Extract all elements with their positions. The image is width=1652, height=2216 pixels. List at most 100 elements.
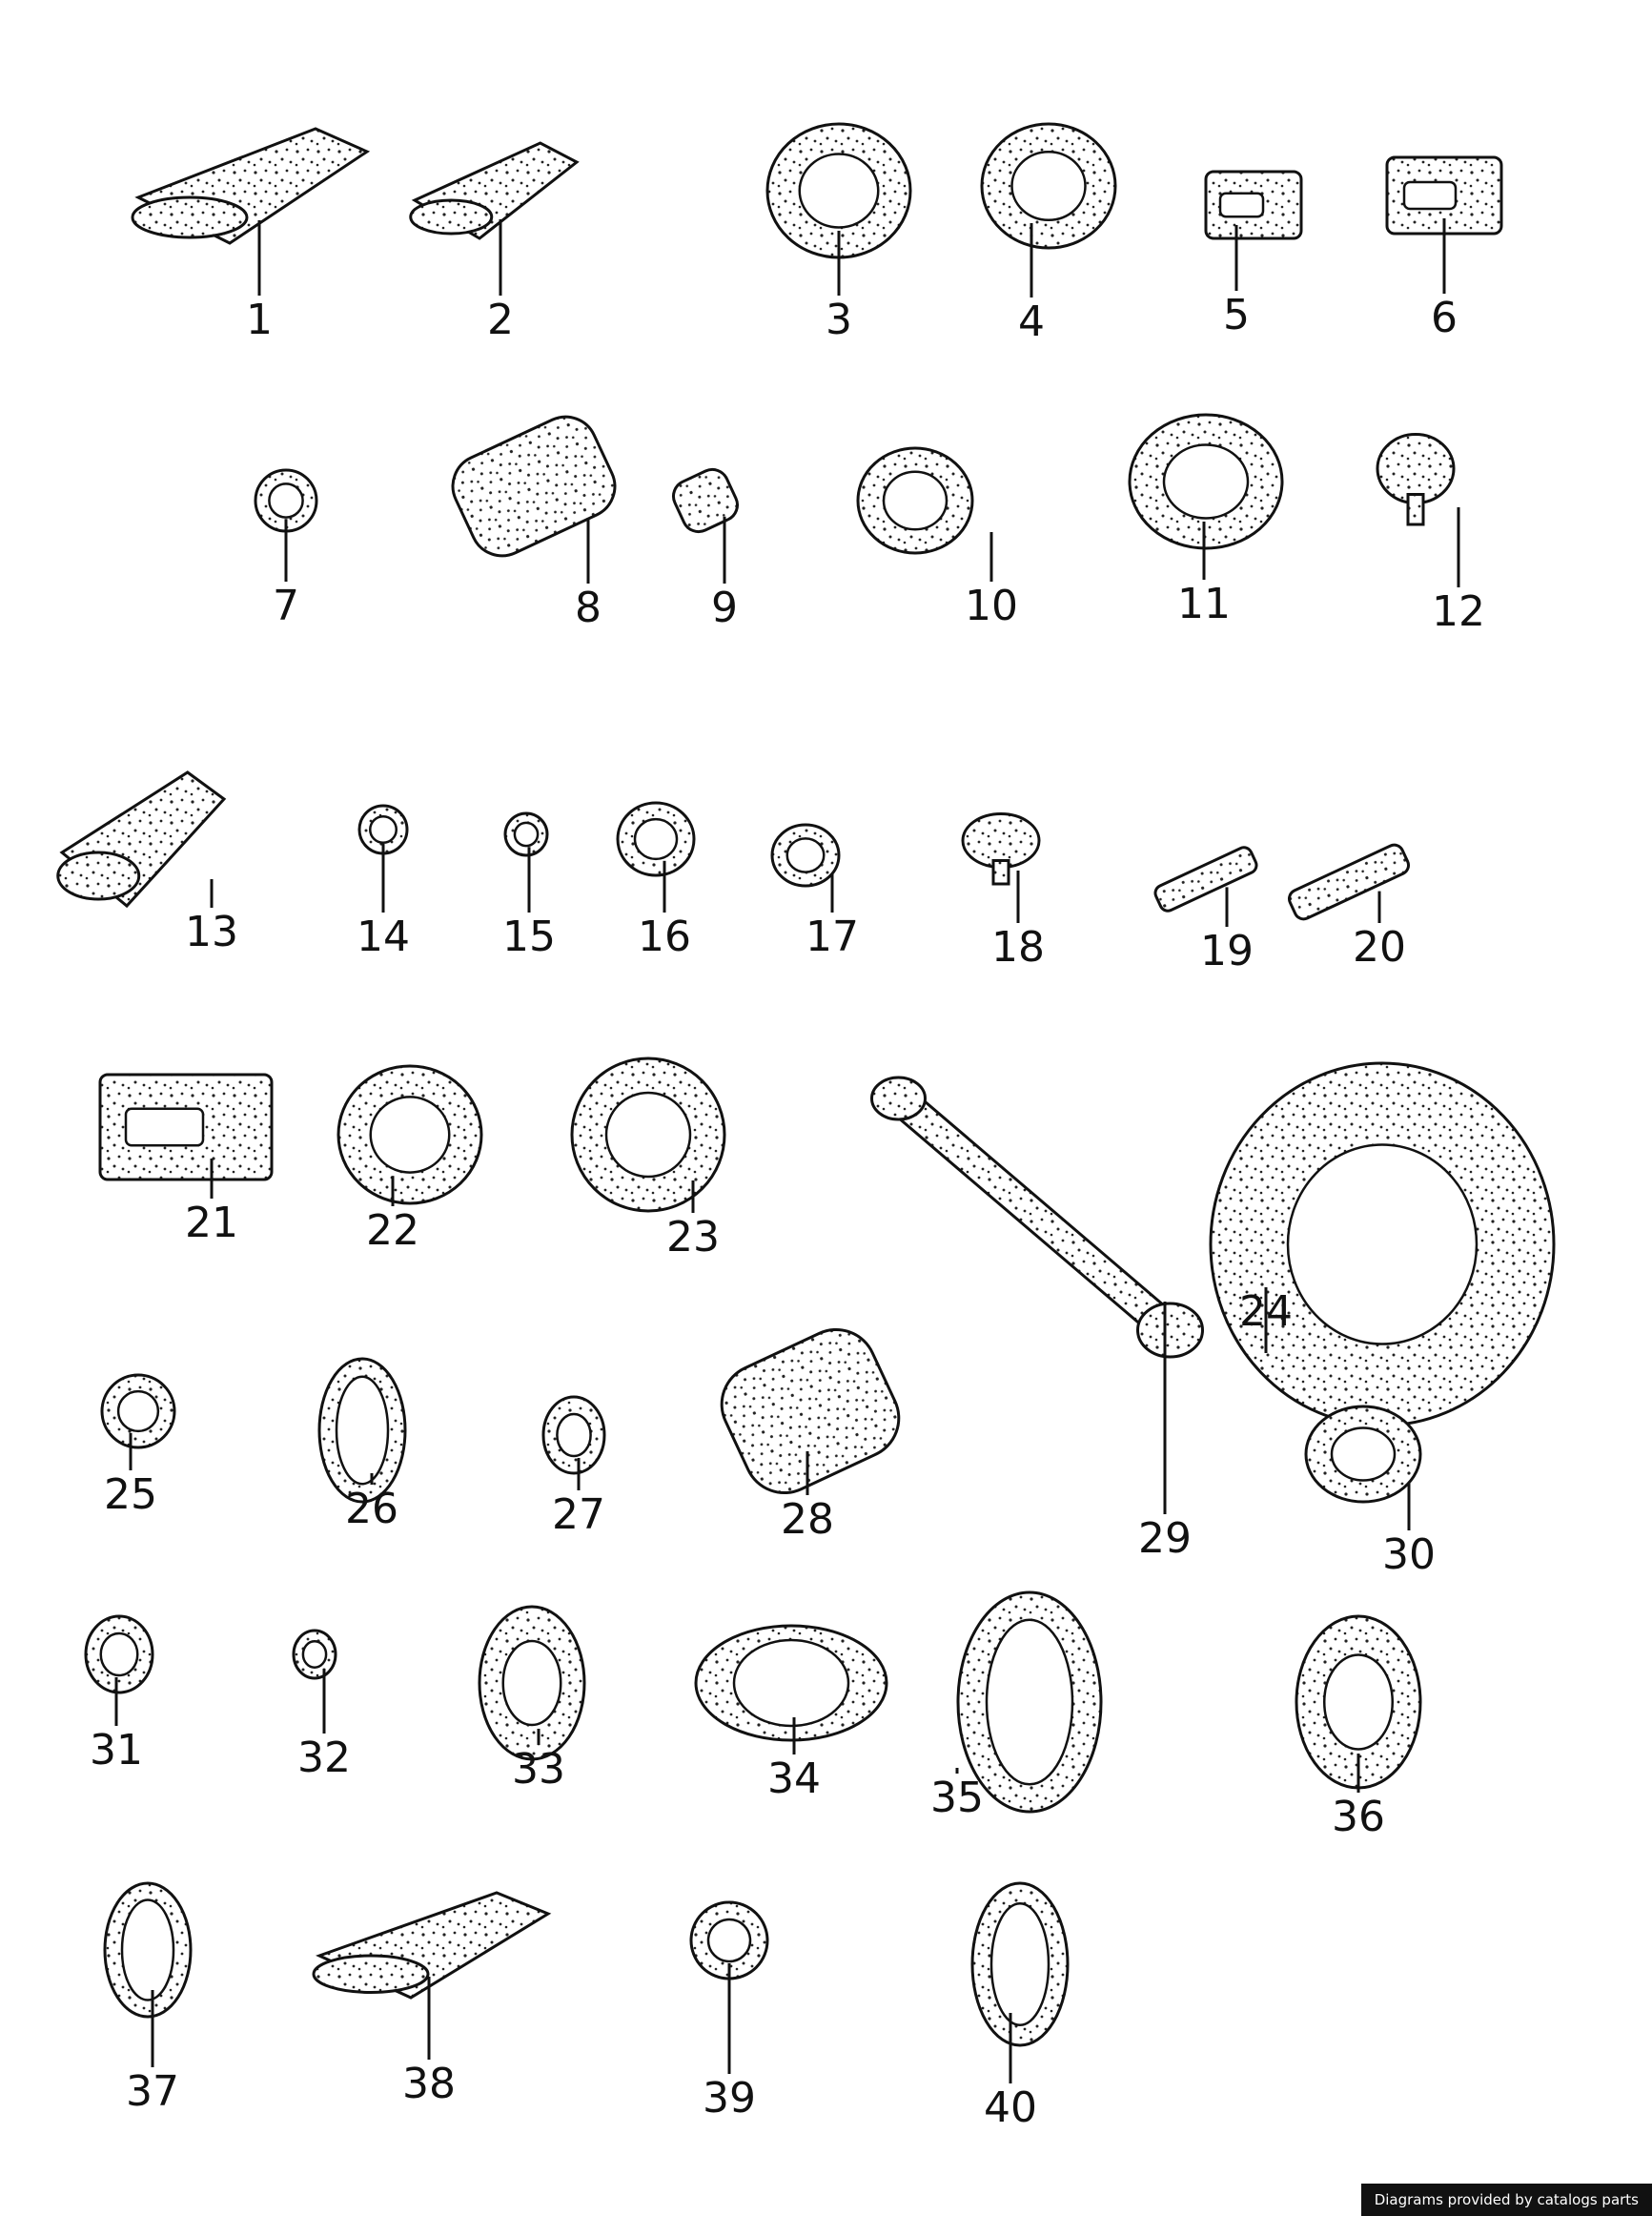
part-18: 18 <box>961 812 1045 972</box>
part-shape <box>1287 843 1411 921</box>
part-slot <box>1218 192 1265 218</box>
part-bore <box>301 1640 328 1669</box>
part-bore <box>116 1389 160 1433</box>
part-37: 37 <box>103 1881 193 2116</box>
part-33: 33 <box>478 1605 586 1794</box>
part-number-label: 11 <box>1177 580 1231 628</box>
part-shape <box>720 1327 901 1495</box>
part-13: 13 <box>56 770 238 956</box>
part-15: 15 <box>502 811 556 961</box>
part-bore <box>1323 1653 1394 1751</box>
part-14: 14 <box>357 804 410 961</box>
part-number-label: 37 <box>126 2067 179 2116</box>
part-rim <box>56 851 141 901</box>
part-number-label: 35 <box>930 1774 984 1822</box>
part-17: 17 <box>770 823 859 961</box>
part-24: 24 <box>1209 1061 1556 1427</box>
part-number-label: 9 <box>711 584 738 632</box>
part-32: 32 <box>292 1629 351 1782</box>
part-bore <box>556 1412 592 1458</box>
part-2: 2 <box>409 141 580 344</box>
part-22: 22 <box>337 1064 483 1255</box>
part-number-label: 18 <box>991 923 1045 972</box>
part-number-label: 2 <box>487 296 514 344</box>
part-1: 1 <box>131 127 371 344</box>
part-eyelet <box>1136 1302 1204 1359</box>
part-number-label: 39 <box>703 2074 756 2123</box>
part-23: 23 <box>570 1057 726 1262</box>
part-slot <box>124 1107 205 1147</box>
part-bore <box>99 1631 139 1677</box>
part-bore <box>501 1639 562 1727</box>
part-number-label: 32 <box>297 1734 351 1782</box>
part-21: 21 <box>98 1073 274 1247</box>
part-6: 6 <box>1385 155 1503 342</box>
part-bore <box>604 1091 692 1179</box>
part-bore <box>268 482 304 519</box>
part-number-label: 34 <box>767 1754 821 1803</box>
part-bore <box>1330 1426 1397 1482</box>
part-number-label: 13 <box>185 908 238 956</box>
part-bore <box>369 815 398 844</box>
part-20: 20 <box>1287 843 1411 972</box>
part-bore <box>732 1638 850 1728</box>
part-number-label: 31 <box>90 1726 143 1775</box>
part-number-label: 6 <box>1431 294 1458 342</box>
part-stem <box>991 859 1010 886</box>
part-number-label: 7 <box>273 582 299 630</box>
part-25: 25 <box>100 1373 176 1519</box>
part-number-label: 28 <box>781 1495 834 1544</box>
part-9: 9 <box>672 467 739 632</box>
part-rim <box>312 1954 430 1994</box>
part-number-label: 22 <box>366 1206 419 1255</box>
part-number-label: 26 <box>345 1485 398 1533</box>
part-29: 29 <box>870 1076 1204 1563</box>
part-3: 3 <box>765 122 912 344</box>
part-number-label: 17 <box>806 913 859 961</box>
part-number-label: 1 <box>246 296 273 344</box>
part-number-label: 3 <box>826 296 852 344</box>
part-35: 35 <box>930 1590 1103 1822</box>
part-rim <box>131 195 249 239</box>
part-bore <box>706 1918 752 1963</box>
part-39: 39 <box>689 1900 769 2123</box>
part-eyelet <box>870 1076 927 1121</box>
part-number-label: 8 <box>575 584 602 632</box>
part-number-label: 14 <box>357 913 410 961</box>
part-bore <box>369 1096 451 1174</box>
part-number-label: 12 <box>1432 587 1485 636</box>
part-number-label: 23 <box>666 1213 720 1262</box>
part-rim <box>409 198 494 236</box>
part-number-label: 33 <box>512 1745 565 1794</box>
part-40: 40 <box>970 1881 1070 2132</box>
part-11: 11 <box>1128 413 1284 628</box>
part-slot <box>1402 180 1458 211</box>
part-bore <box>798 153 880 229</box>
part-number-label: 40 <box>984 2083 1037 2132</box>
part-30: 30 <box>1304 1405 1436 1579</box>
part-number-label: 10 <box>965 582 1018 630</box>
part-26: 26 <box>317 1357 407 1533</box>
part-8: 8 <box>451 415 617 632</box>
part-bore <box>882 470 948 531</box>
part-12: 12 <box>1376 433 1485 636</box>
part-31: 31 <box>84 1614 154 1775</box>
part-number-label: 38 <box>402 2060 456 2108</box>
part-shape <box>451 415 617 558</box>
part-number-label: 24 <box>1239 1287 1293 1336</box>
part-strap <box>885 1085 1184 1344</box>
part-36: 36 <box>1295 1614 1422 1841</box>
part-number-label: 5 <box>1223 291 1250 339</box>
part-28: 28 <box>720 1327 901 1544</box>
part-number-label: 27 <box>552 1490 605 1539</box>
part-bore <box>513 821 540 848</box>
part-bore <box>335 1375 390 1486</box>
part-bore <box>1010 151 1087 221</box>
part-number-label: 21 <box>185 1199 238 1247</box>
part-19: 19 <box>1153 846 1258 975</box>
part-number-label: 29 <box>1138 1514 1192 1563</box>
part-number-label: 20 <box>1353 923 1406 972</box>
part-shape <box>1153 846 1258 913</box>
part-5: 5 <box>1204 170 1303 339</box>
part-number-label: 16 <box>638 913 691 961</box>
